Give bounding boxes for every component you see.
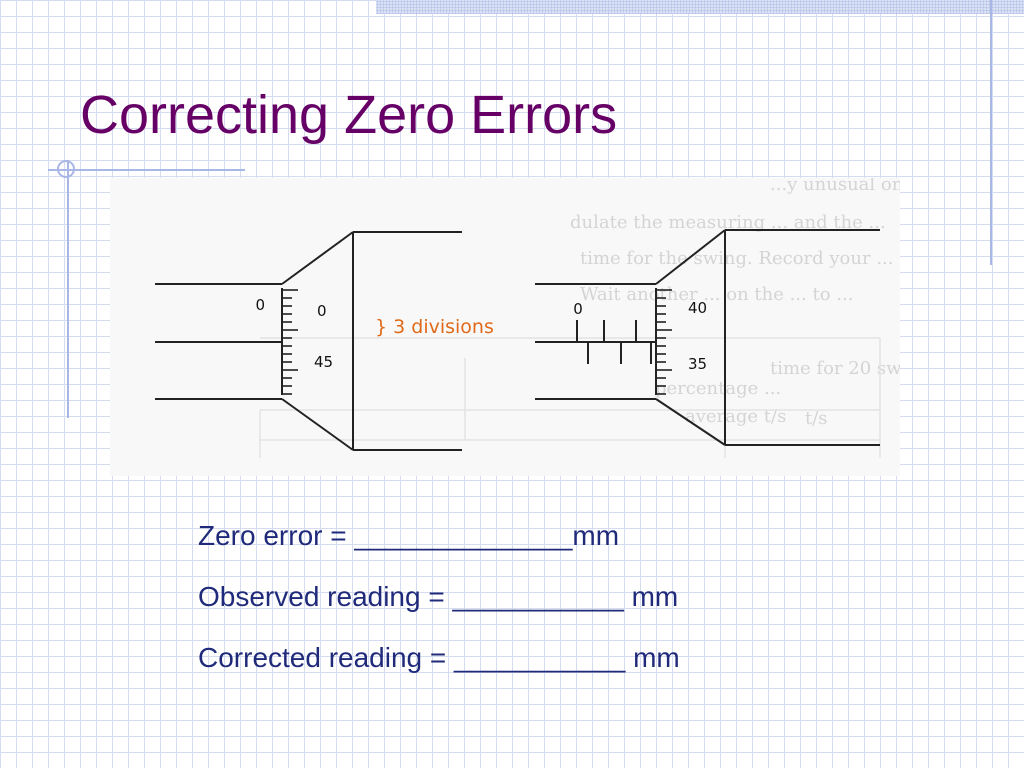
faded-text-1: ...y unusual ones which are ...	[770, 178, 900, 195]
faded-text-8: average t/s	[685, 406, 786, 427]
faded-text-4: Wait another ... on the ... to ...	[580, 284, 853, 305]
right-thimble-taper-top	[655, 229, 726, 285]
decorative-corner-band	[376, 0, 1024, 14]
faded-text-5: time for 20 swings	[770, 358, 900, 379]
formula-block: Zero error = ______________mm Observed r…	[198, 520, 680, 703]
observed-reading-line: Observed reading = ___________ mm	[198, 581, 679, 612]
micrometer-diagram-svg: ...y unusual ones which are ... dulate t…	[110, 178, 900, 476]
micrometer-diagram: ...y unusual ones which are ... dulate t…	[110, 178, 900, 476]
right-sleeve-zero-label: 0	[573, 300, 583, 318]
decorative-vertical-line-right	[990, 0, 992, 265]
right-thimble-40-label: 40	[688, 299, 707, 317]
left-thimble-zero-label: 0	[317, 302, 327, 320]
decorative-vertical-line-left	[67, 160, 69, 418]
faded-text-3: time for the swing. Record your ...	[580, 248, 893, 269]
right-micrometer	[535, 229, 880, 446]
left-sleeve-zero-label: 0	[255, 296, 265, 314]
left-thimble-taper-top	[281, 231, 354, 285]
left-thimble-scale	[282, 289, 298, 395]
zero-error-line: Zero error = ______________mm	[198, 520, 620, 551]
right-thimble-35-label: 35	[688, 355, 707, 373]
scan-background	[110, 178, 900, 476]
divisions-annotation: } 3 divisions	[375, 316, 494, 338]
decorative-horizontal-line	[48, 169, 245, 171]
faded-text-7: t/s	[805, 408, 828, 429]
corrected-reading-line: Corrected reading = ___________ mm	[198, 642, 680, 673]
left-thimble-45-label: 45	[314, 353, 333, 371]
left-thimble-taper-bottom	[281, 398, 354, 451]
faded-text-2: dulate the measuring ... and the ...	[570, 212, 886, 233]
right-thimble-taper-bottom	[655, 398, 726, 446]
faded-text-6: percentage ...	[655, 378, 781, 399]
right-thimble-scale	[656, 289, 672, 395]
decorative-ring-icon	[57, 160, 75, 178]
slide-title: Correcting Zero Errors	[80, 85, 618, 145]
